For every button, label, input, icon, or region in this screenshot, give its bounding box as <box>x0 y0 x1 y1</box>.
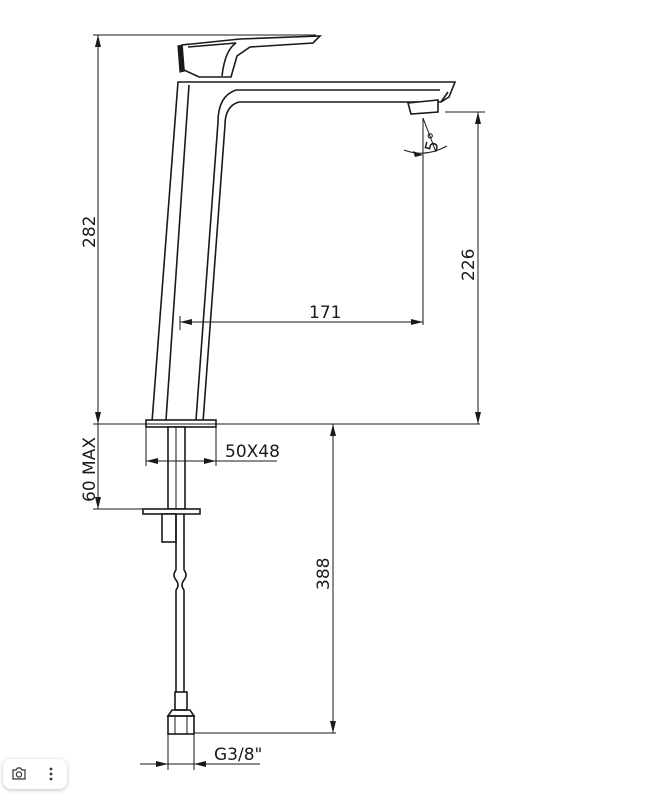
dim-base-size: 50X48 <box>225 442 280 462</box>
spout-inner-line <box>195 89 440 421</box>
more-vertical-icon[interactable] <box>38 761 64 787</box>
dim-reach: 171 <box>309 303 341 323</box>
nut-sleeve <box>161 513 177 543</box>
lever-handle <box>181 35 323 78</box>
viewer-toolbar <box>3 759 67 789</box>
dim-total-height: 282 <box>80 216 100 248</box>
dim-max-thickness: 60 MAX <box>80 437 100 502</box>
dim-hose-length: 388 <box>314 558 334 590</box>
faucet-inner-line <box>165 84 190 421</box>
lever-detail <box>187 42 237 77</box>
hose-nut <box>167 715 195 735</box>
faucet-body <box>151 81 457 423</box>
hose-break <box>173 569 187 591</box>
dim-spout-height: 226 <box>459 249 479 281</box>
dim-spout-angle: 5° <box>422 130 446 154</box>
camera-icon[interactable] <box>6 761 32 787</box>
hose-lower <box>175 590 185 692</box>
aerator <box>406 99 439 115</box>
hose-upper <box>175 514 185 570</box>
dim-connection: G3/8" <box>214 745 262 765</box>
hose-ferrule <box>174 691 188 711</box>
spout-lower-line <box>440 91 449 103</box>
angle-arc <box>403 145 448 154</box>
